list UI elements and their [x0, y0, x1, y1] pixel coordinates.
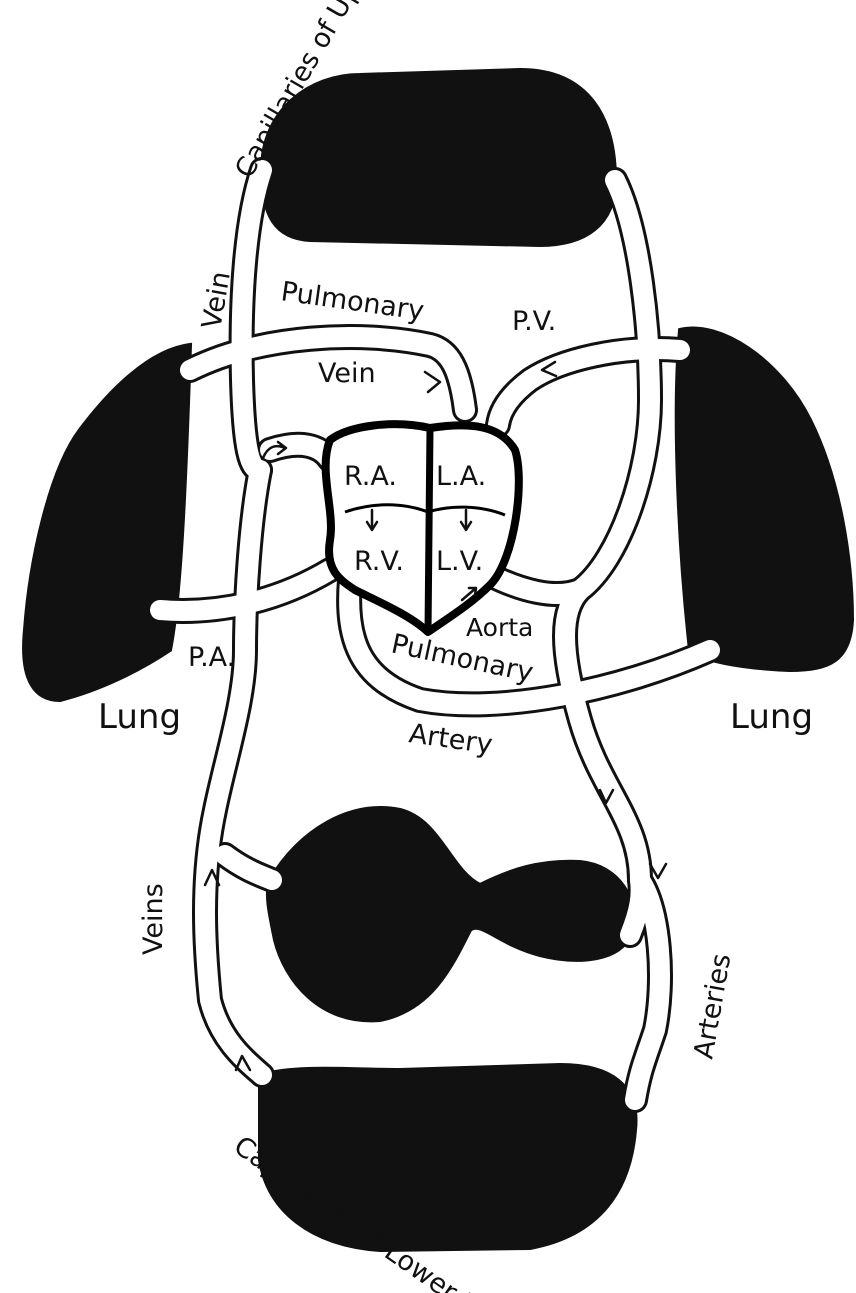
label-veins: Veins — [138, 883, 169, 955]
lung-right — [677, 328, 852, 670]
label-aorta: Aorta — [466, 613, 533, 642]
lung-left — [24, 345, 190, 700]
pulmonary-vein-arrow — [425, 372, 440, 392]
upper-capillary-bed — [262, 70, 615, 245]
label-lung-right: Lung — [730, 697, 813, 737]
label-pa: P.A. — [188, 642, 235, 673]
label-pulmonary-vein-bottom: Vein — [318, 358, 376, 389]
label-pulmonary-artery-bottom: Artery — [407, 718, 494, 760]
label-pv: P.V. — [512, 306, 556, 337]
label-arteries: Arteries — [688, 951, 737, 1061]
lower-capillary-bed — [260, 1065, 636, 1250]
middle-capillary-bed — [268, 808, 633, 1020]
heart-septum — [428, 428, 430, 632]
label-rv: R.V. — [354, 546, 404, 577]
label-pulmonary-vein-top: Pulmonary — [279, 276, 426, 327]
label-lv: L.V. — [436, 546, 483, 577]
label-la: L.A. — [436, 461, 486, 492]
label-ra: R.A. — [344, 461, 397, 492]
label-lung-left: Lung — [98, 697, 181, 737]
